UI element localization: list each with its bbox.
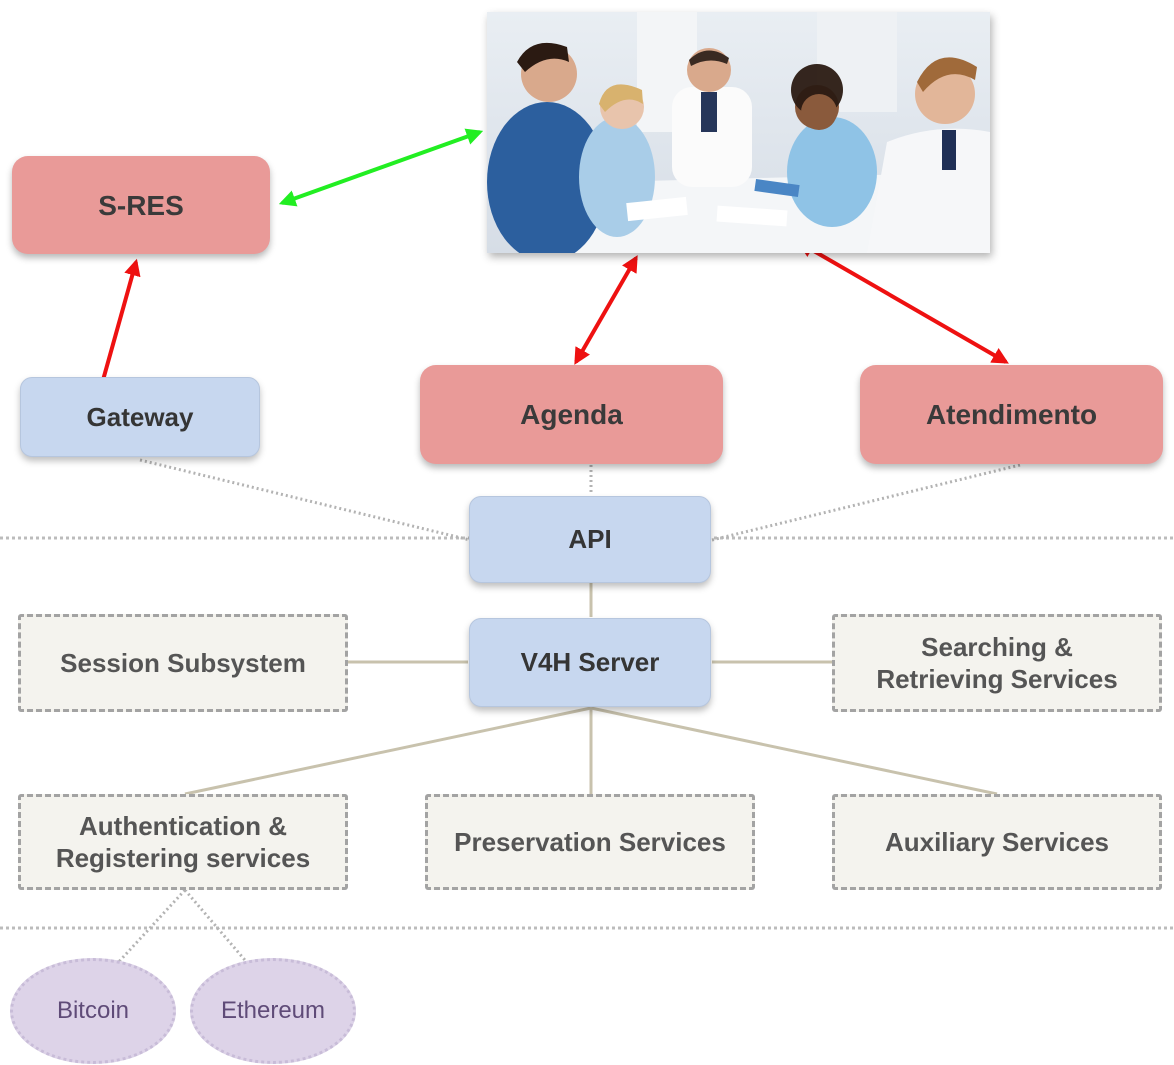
auxiliary-label: Auxiliary Services bbox=[884, 826, 1110, 857]
arrow-sres-gateway bbox=[93, 258, 141, 402]
session-subsystem-label: Session Subsystem bbox=[60, 647, 306, 678]
bitcoin-label: Bitcoin bbox=[56, 997, 130, 1024]
link-server-auxiliary bbox=[590, 706, 998, 796]
arrow-photo-agenda bbox=[574, 255, 638, 365]
auth-label-line2: Registering services bbox=[55, 843, 311, 873]
v4h-server-node[interactable]: V4H Server bbox=[469, 618, 711, 707]
link-gateway-api bbox=[139, 458, 471, 542]
preservation-services-node[interactable]: Preservation Services bbox=[425, 794, 755, 890]
atendimento-node[interactable]: Atendimento bbox=[860, 365, 1163, 464]
searching-label-line2: Retrieving Services bbox=[876, 664, 1118, 694]
link-server-auth bbox=[184, 706, 592, 796]
searching-retrieving-node[interactable]: Searching & Retrieving Services bbox=[832, 614, 1162, 712]
gateway-node[interactable]: Gateway bbox=[20, 377, 260, 457]
bitcoin-node[interactable]: Bitcoin bbox=[10, 958, 176, 1064]
sres-label: S-RES bbox=[98, 189, 184, 221]
v4h-server-label: V4H Server bbox=[520, 647, 660, 678]
searching-label-line1: Searching & bbox=[921, 631, 1073, 662]
link-auth-ethereum bbox=[183, 889, 252, 967]
medical-team-photo bbox=[487, 12, 990, 253]
link-atendimento-api bbox=[711, 463, 1021, 542]
arrow-sres-photo bbox=[278, 128, 484, 207]
auth-label-line1: Authentication & bbox=[79, 810, 287, 841]
arrow-photo-atendimento bbox=[797, 241, 1009, 364]
sres-node[interactable]: S-RES bbox=[12, 156, 270, 254]
api-node[interactable]: API bbox=[469, 496, 711, 583]
auxiliary-services-node[interactable]: Auxiliary Services bbox=[832, 794, 1162, 890]
ethereum-node[interactable]: Ethereum bbox=[190, 958, 356, 1064]
agenda-node[interactable]: Agenda bbox=[420, 365, 723, 464]
atendimento-label: Atendimento bbox=[925, 399, 1098, 430]
session-subsystem-node[interactable]: Session Subsystem bbox=[18, 614, 348, 712]
preservation-label: Preservation Services bbox=[454, 826, 726, 857]
agenda-label: Agenda bbox=[520, 399, 623, 430]
link-auth-bitcoin bbox=[113, 888, 187, 968]
ethereum-label: Ethereum bbox=[220, 997, 326, 1024]
gateway-label: Gateway bbox=[86, 401, 194, 432]
api-label: API bbox=[568, 524, 612, 555]
authentication-registering-node[interactable]: Authentication & Registering services bbox=[18, 794, 348, 890]
